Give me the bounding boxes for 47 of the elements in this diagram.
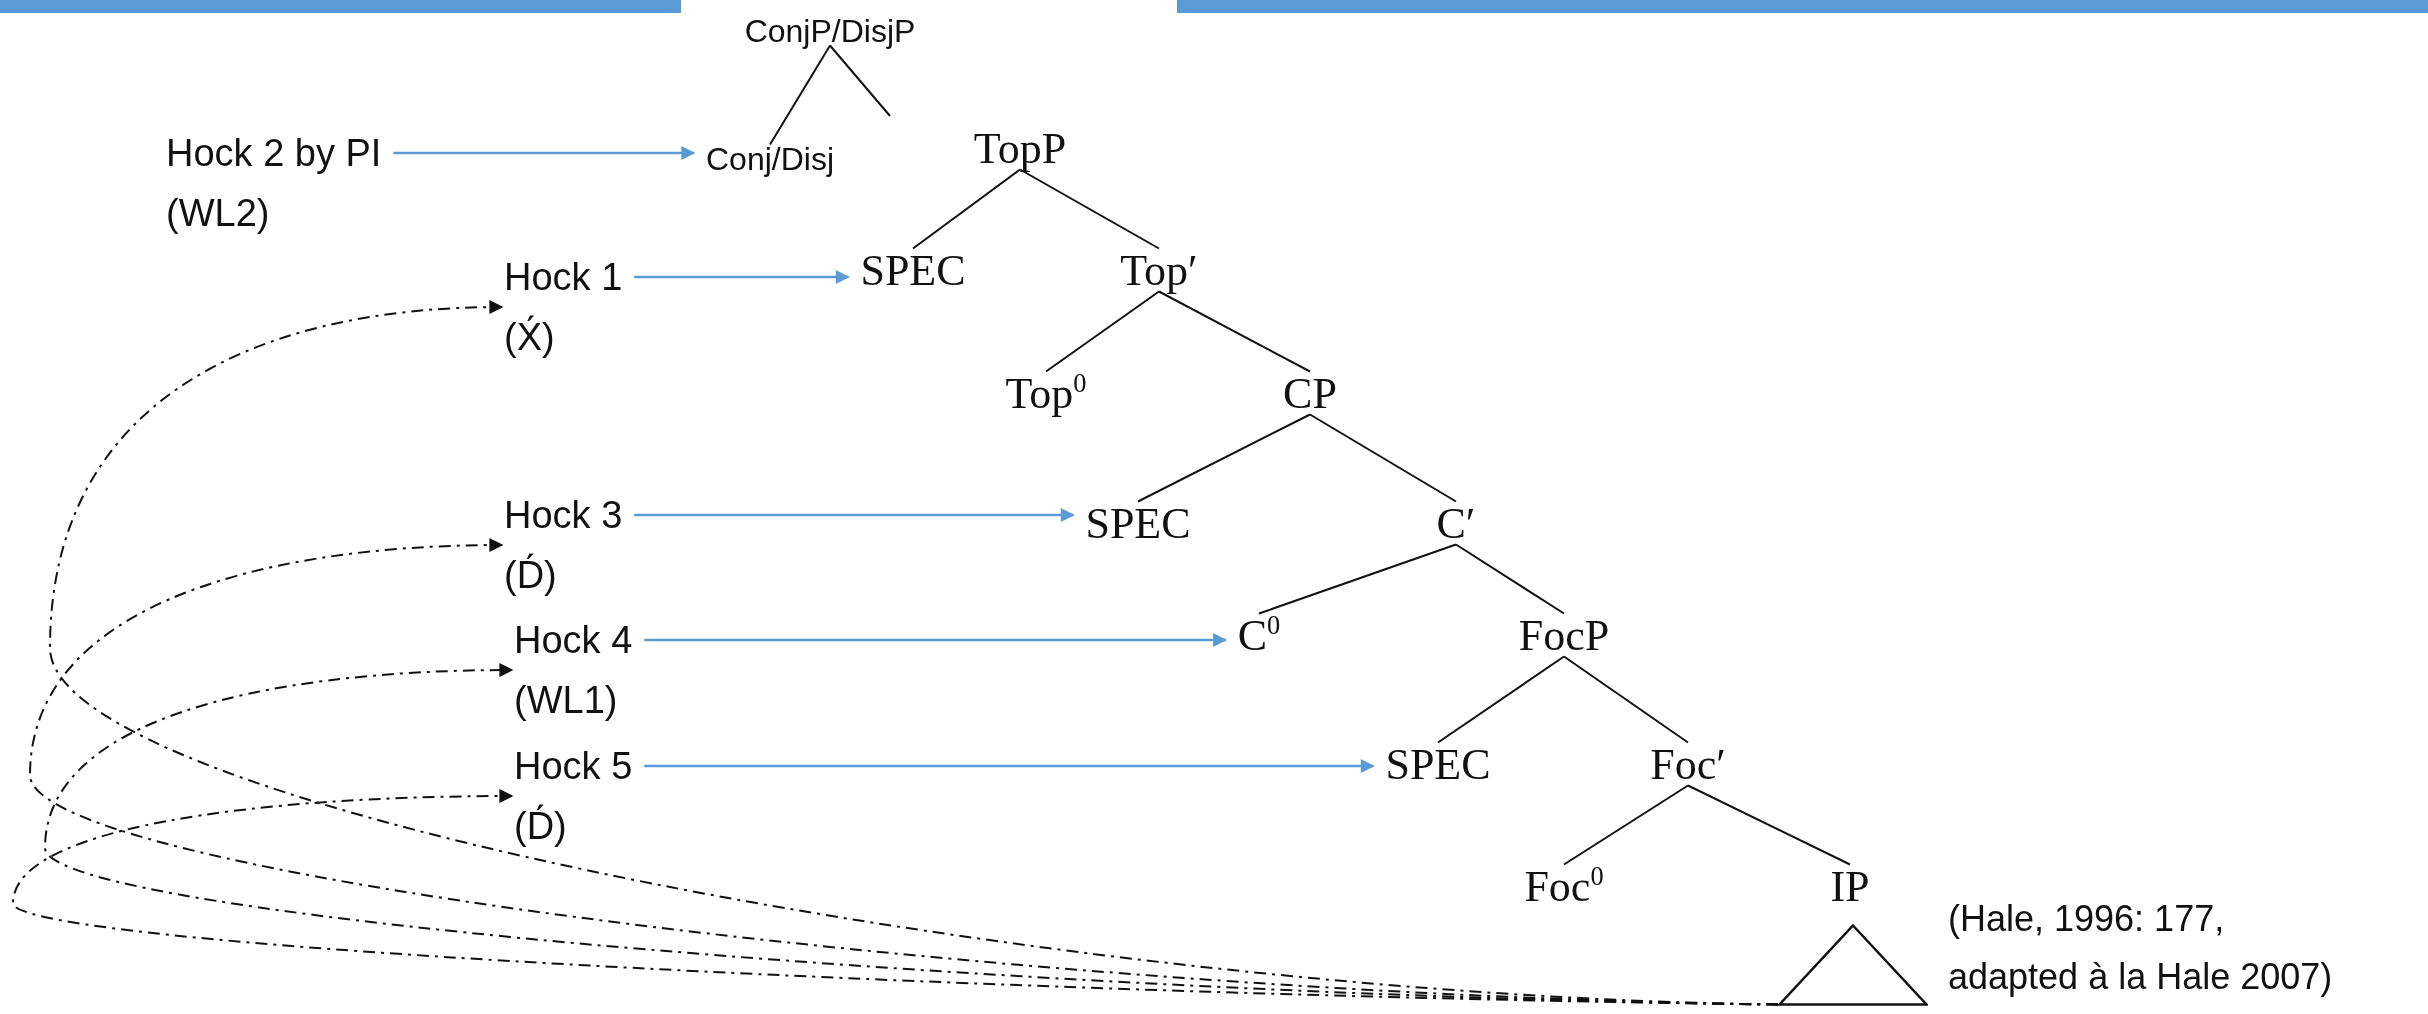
curved-arrow xyxy=(12,789,1779,1006)
annotation-note: (WL1) xyxy=(514,678,619,723)
annotation-label: Hock 1 xyxy=(504,255,623,300)
triangle-symbol xyxy=(1778,924,1928,1006)
annotation-note: (X́) xyxy=(504,314,556,360)
arrow xyxy=(644,759,1375,773)
annotation-note: (WL2) xyxy=(166,191,271,236)
tree-node-label: SPEC xyxy=(1385,738,1491,790)
tree-branch-line xyxy=(1019,168,1160,250)
tree-node-label: Conj/Disj xyxy=(706,140,834,178)
tree-node-label: FocP xyxy=(1518,609,1610,661)
tree-node-label: C′ xyxy=(1436,497,1476,549)
tree-branch-line xyxy=(1563,784,1689,866)
tree-node-label: ConjP/DisjP xyxy=(744,12,916,50)
tree-branch-line xyxy=(1563,655,1689,744)
tree-branch-line xyxy=(1137,413,1311,503)
annotation-label: Hock 2 by PI xyxy=(166,131,382,176)
tree-node-label: SPEC xyxy=(860,244,966,296)
tree-node-label: Foc′ xyxy=(1650,738,1726,790)
annotation-label: Hock 4 xyxy=(514,618,633,663)
tree-node-label: CP xyxy=(1283,367,1337,419)
tree-node-label: TopP xyxy=(973,122,1067,174)
tree-branch-line xyxy=(1158,290,1311,373)
tree-branch-line xyxy=(1309,413,1457,503)
tree-node-label: Foc$^{0}$ xyxy=(1524,860,1604,912)
annotation-label: Hock 5 xyxy=(514,744,633,789)
tree-node-label: Top′ xyxy=(1120,244,1198,296)
tree-node-label: IP xyxy=(1830,860,1870,912)
source-caption: (Hale, 1996: 177, adapted à la Hale 2007) xyxy=(1948,897,2333,999)
tree-branch-line xyxy=(1455,543,1565,615)
tree-branch-line xyxy=(1045,290,1160,373)
tree-branch-line xyxy=(1258,543,1457,615)
tree-branch-line xyxy=(769,44,831,146)
tree-branch-line xyxy=(1687,784,1851,866)
tree-node-label: Top$^{0}$ xyxy=(1005,367,1087,419)
arrow xyxy=(644,633,1228,647)
annotation-note: (D́) xyxy=(514,803,568,849)
tree-node-label: SPEC xyxy=(1085,497,1191,549)
arrow xyxy=(634,270,850,284)
tree-branch-line xyxy=(829,44,891,117)
arrow xyxy=(393,146,696,160)
arrow xyxy=(634,508,1075,522)
tree-branch-line xyxy=(912,168,1021,250)
tree-branch-line xyxy=(1437,655,1565,744)
tree-node-label: C$^{0}$ xyxy=(1237,609,1281,661)
annotation-note: (D́) xyxy=(504,552,558,598)
annotation-label: Hock 3 xyxy=(504,493,623,538)
